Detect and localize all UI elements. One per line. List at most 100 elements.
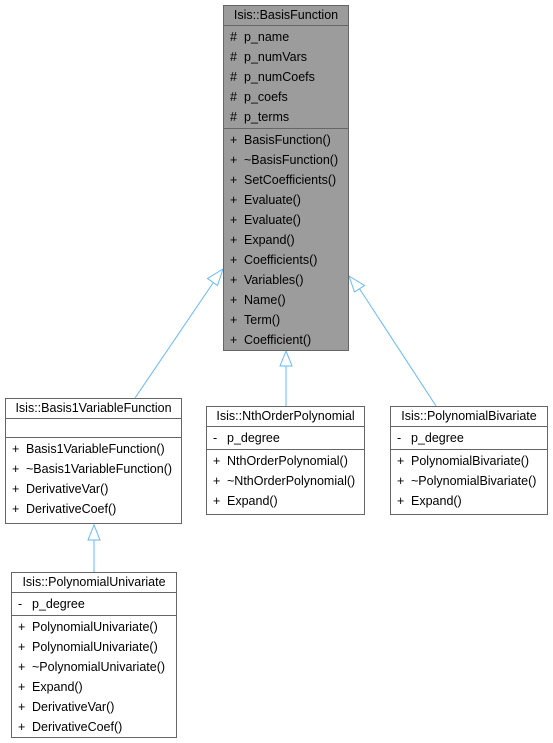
visibility-marker: - xyxy=(397,431,402,445)
method-row[interactable]: +NthOrderPolynomial() xyxy=(207,451,364,471)
method-name: Expand() xyxy=(227,494,278,508)
attribute-name: p_degree xyxy=(411,431,464,445)
arrowhead-open-triangle xyxy=(279,349,293,367)
method-name: Evaluate() xyxy=(244,193,301,207)
visibility-marker: + xyxy=(213,494,221,508)
method-row[interactable]: + Evaluate() xyxy=(224,210,348,230)
class-polynomial-univariate[interactable]: Isis::PolynomialUnivariate-p_degree+Poly… xyxy=(11,572,177,738)
method-row[interactable]: +SetCoefficients() xyxy=(224,170,348,190)
attribute-name: p_terms xyxy=(244,110,290,124)
visibility-marker: + xyxy=(230,313,238,327)
method-row[interactable]: +~PolynomialUnivariate() xyxy=(12,657,176,677)
method-row[interactable]: + Evaluate() xyxy=(224,190,348,210)
class-nth-order-polynomial[interactable]: Isis::NthOrderPolynomial-p_degree+NthOrd… xyxy=(206,406,365,515)
visibility-marker: # xyxy=(230,70,237,84)
attribute-name: p_coefs xyxy=(244,90,288,104)
edge-basis1variablefunction-to-basisfunction xyxy=(134,282,214,399)
method-row[interactable]: + DerivativeCoef() xyxy=(6,499,181,519)
attribute-name: p_degree xyxy=(227,431,280,445)
visibility-marker: + xyxy=(12,502,20,516)
attribute-row[interactable]: -p_degree xyxy=(391,428,547,448)
attribute-row[interactable]: -p_degree xyxy=(207,428,364,448)
method-name: Evaluate() xyxy=(244,213,301,227)
method-row[interactable]: +~NthOrderPolynomial() xyxy=(207,471,364,491)
visibility-marker: # xyxy=(230,90,237,104)
attribute-name: p_name xyxy=(244,30,290,44)
method-name: PolynomialUnivariate() xyxy=(32,640,158,654)
edge-polynomialbivariate-to-basisfunction xyxy=(358,287,437,407)
attribute-row[interactable]: #p_name xyxy=(224,27,348,47)
arrowhead-open-triangle xyxy=(348,274,366,293)
attributes-section xyxy=(6,419,181,438)
visibility-marker: + xyxy=(230,213,238,227)
attribute-row[interactable]: -p_degree xyxy=(12,594,176,614)
method-row[interactable]: + Expand() xyxy=(207,491,364,511)
attribute-row[interactable]: # p_numVars xyxy=(224,47,348,67)
method-name: Expand() xyxy=(32,680,83,694)
method-row[interactable]: +Coefficients() xyxy=(224,250,348,270)
method-row[interactable]: +~Basis1VariableFunction() xyxy=(6,459,181,479)
attribute-row[interactable]: # p_coefs xyxy=(224,87,348,107)
method-row[interactable]: +Coefficient() xyxy=(224,330,348,350)
class-polynomial-bivariate[interactable]: Isis::PolynomialBivariate-p_degree+Polyn… xyxy=(390,406,548,515)
visibility-marker: + xyxy=(18,620,26,634)
visibility-marker: # xyxy=(230,50,237,64)
method-row[interactable]: + PolynomialUnivariate() xyxy=(12,637,176,657)
method-name: Expand() xyxy=(411,494,462,508)
method-name: PolynomialBivariate() xyxy=(411,454,530,468)
method-name: Basis1VariableFunction() xyxy=(26,442,165,456)
method-row[interactable]: + Expand() xyxy=(224,230,348,250)
visibility-marker: + xyxy=(18,640,26,654)
method-name: Variables() xyxy=(244,273,304,287)
class-title: Isis::BasisFunction xyxy=(224,6,348,26)
visibility-marker: + xyxy=(397,454,405,468)
methods-section: +NthOrderPolynomial()+~NthOrderPolynomia… xyxy=(207,450,364,512)
method-row[interactable]: + PolynomialBivariate() xyxy=(391,451,547,471)
attributes-section: #p_name # p_numVars # p_numCoefs # p_coefs #p_t… xyxy=(224,26,348,129)
methods-section: +Basis1VariableFunction()+~Basis1Variabl… xyxy=(6,438,181,520)
attribute-name: p_numVars xyxy=(244,50,307,64)
method-name: ~Basis1VariableFunction() xyxy=(26,462,173,476)
method-row[interactable]: +Expand() xyxy=(12,677,176,697)
attribute-name: p_numCoefs xyxy=(244,70,315,84)
method-row[interactable]: + PolynomialUnivariate() xyxy=(12,617,176,637)
visibility-marker: + xyxy=(230,233,238,247)
method-row[interactable]: +DerivativeVar() xyxy=(6,479,181,499)
visibility-marker: + xyxy=(213,454,221,468)
method-row[interactable]: +BasisFunction() xyxy=(224,130,348,150)
class-basis-function[interactable]: Isis::BasisFunction#p_name#p_numVars#p_n… xyxy=(223,5,349,351)
class-title: Isis::Basis1VariableFunction xyxy=(6,399,181,419)
visibility-marker: - xyxy=(213,431,218,445)
visibility-marker: + xyxy=(18,700,26,714)
class-basis1-variable-function[interactable]: Isis::Basis1VariableFunction+Basis1Varia… xyxy=(5,398,182,524)
method-name: Term() xyxy=(244,313,281,327)
visibility-marker: + xyxy=(230,193,238,207)
visibility-marker: + xyxy=(230,293,238,307)
visibility-marker: + xyxy=(12,482,20,496)
method-row[interactable]: +~BasisFunction() xyxy=(224,150,348,170)
visibility-marker: + xyxy=(230,173,238,187)
method-row[interactable]: +Name() xyxy=(224,290,348,310)
method-name: ~BasisFunction() xyxy=(244,153,339,167)
visibility-marker: + xyxy=(18,660,26,674)
attribute-row[interactable]: #p_terms xyxy=(224,107,348,127)
method-row[interactable]: +Variables() xyxy=(224,270,348,290)
attribute-row[interactable]: # p_numCoefs xyxy=(224,67,348,87)
visibility-marker: + xyxy=(18,720,26,734)
method-name: Coefficients() xyxy=(244,253,318,267)
method-name: PolynomialUnivariate() xyxy=(32,620,158,634)
method-row[interactable]: + Expand() xyxy=(391,491,547,511)
method-row[interactable]: +~PolynomialBivariate() xyxy=(391,471,547,491)
class-title: Isis::PolynomialUnivariate xyxy=(12,573,176,593)
method-row[interactable]: +Basis1VariableFunction() xyxy=(6,439,181,459)
method-name: DerivativeCoef() xyxy=(26,502,117,516)
attributes-section: -p_degree xyxy=(12,593,176,616)
methods-section: + PolynomialUnivariate() + PolynomialUnivar… xyxy=(12,616,176,738)
visibility-marker: + xyxy=(397,494,405,508)
method-row[interactable]: +DerivativeCoef() xyxy=(12,717,176,737)
method-name: ~NthOrderPolynomial() xyxy=(227,474,356,488)
method-name: Expand() xyxy=(244,233,295,247)
method-row[interactable]: + DerivativeVar() xyxy=(12,697,176,717)
method-row[interactable]: + Term() xyxy=(224,310,348,330)
method-name: DerivativeVar() xyxy=(32,700,115,714)
